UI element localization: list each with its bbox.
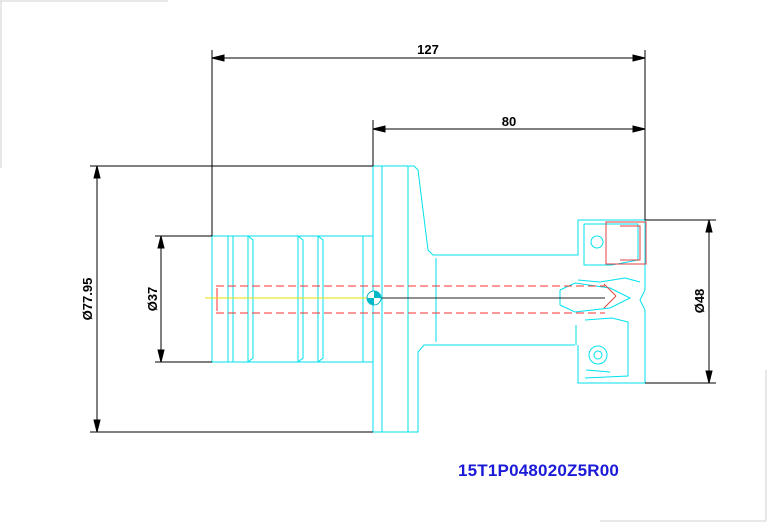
cutter-head-outline [559,219,646,384]
dim-body-length-label: 80 [502,114,516,129]
dim-shank-diameter-label: Ø37 [145,287,160,312]
dim-shank-diameter [155,235,212,363]
tool-outline [211,165,646,433]
dimension-lines [90,50,716,433]
insert-outline [603,221,647,309]
dim-overall-length [211,50,646,236]
part-number-label: 15T1P048020Z5R00 [458,461,620,480]
shank-outline [211,235,373,363]
centerlines [205,285,605,314]
dim-body-length [372,120,646,166]
flange-outline [372,165,575,433]
dim-overall-length-label: 127 [417,42,439,57]
dim-flange-diameter [90,165,373,433]
origin-marker [366,290,382,306]
dim-cutter-diameter [645,219,716,384]
dim-flange-diameter-label: Ø77.95 [80,278,95,321]
dim-cutter-diameter-label: Ø48 [692,289,707,314]
